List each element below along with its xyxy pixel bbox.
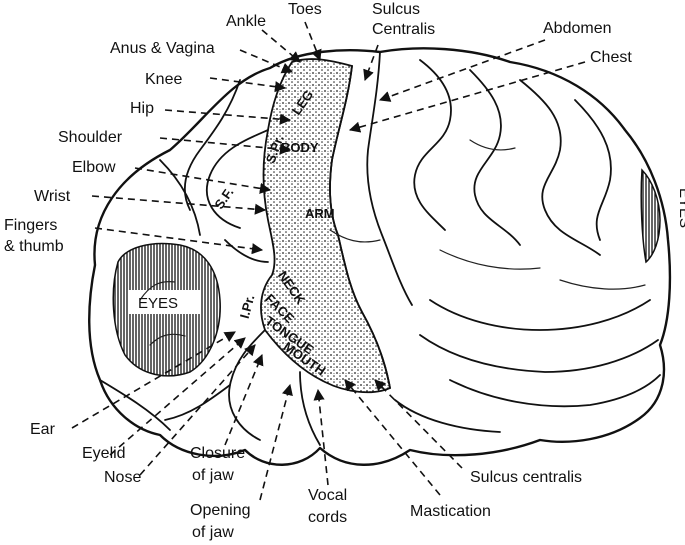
label-knee: Knee [145,71,182,88]
label-mastication: Mastication [410,503,491,520]
label-sulcus-centralis-top-line1: Sulcus [372,1,420,18]
label-vocal-line2: cords [308,509,347,526]
label-abdomen: Abdomen [543,20,612,37]
label-hip: Hip [130,100,154,117]
region-label-body: BODY [281,140,319,155]
leader-lines [71,21,586,501]
region-label-eyes-front: EYES [138,295,178,312]
occipital-eye-field-hatched [640,168,661,264]
label-fingers-line2: & thumb [4,238,64,255]
label-vocal-line1: Vocal [308,487,347,504]
label-chest: Chest [590,49,632,66]
region-label-i-pr: I.Pr. [237,293,258,320]
label-opening-line1: Opening [190,502,251,519]
region-label-eyes-back: EYES [676,188,685,228]
region-label-arm: ARM [305,206,335,221]
label-wrist: Wrist [34,188,71,205]
label-closure-line1: Closure [190,445,245,462]
label-anus-vagina: Anus & Vagina [110,40,215,57]
label-ear: Ear [30,421,56,438]
label-elbow: Elbow [72,159,116,176]
label-fingers-line1: Fingers [4,217,57,234]
label-toes: Toes [288,1,322,18]
motor-cortex-stippled-strip [260,58,392,394]
label-shoulder: Shoulder [58,129,123,146]
label-ankle: Ankle [226,13,266,30]
label-opening-line2: of jaw [192,524,234,541]
region-label-s-f: S.F. [211,185,236,212]
label-closure-line2: of jaw [192,467,234,484]
label-eyelid: Eyelid [82,445,126,462]
label-sulcus-centralis-bottom: Sulcus centralis [470,469,582,486]
label-nose: Nose [104,469,141,486]
eyes-label-background [128,290,200,314]
label-sulcus-centralis-top-line2: Centralis [372,21,435,38]
gyri-folds [99,51,661,446]
